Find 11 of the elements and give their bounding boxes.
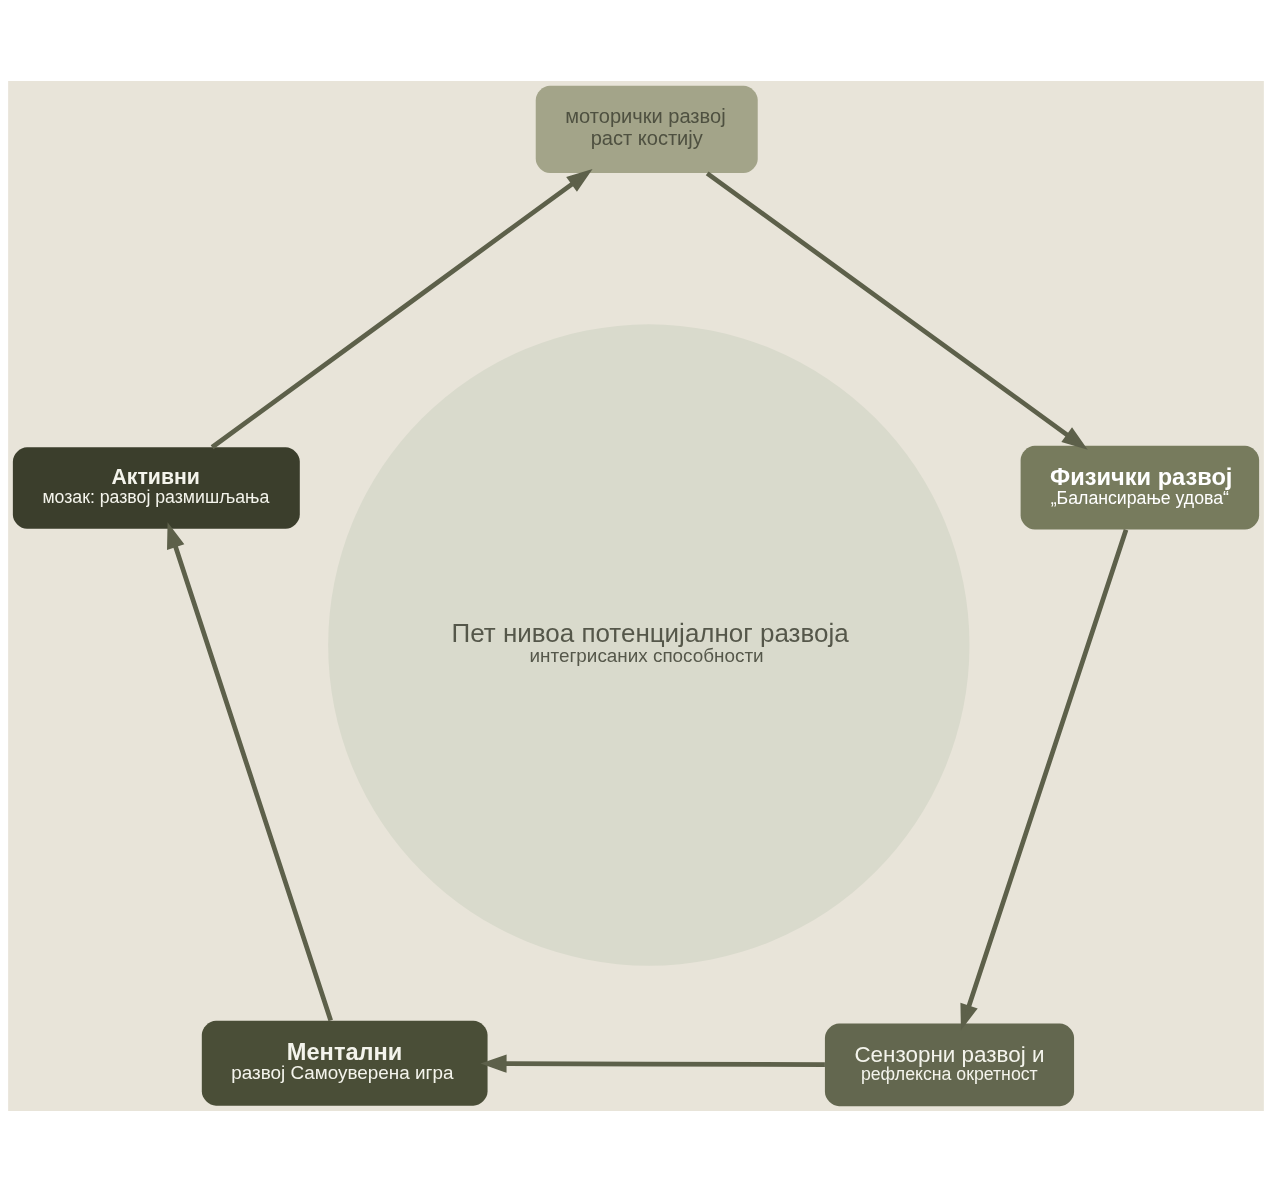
arrow xyxy=(210,168,593,449)
node-box: Физички развој „Балансирање удова“ xyxy=(1020,445,1260,530)
node-box: Сензорни развој и рефлексна окретност xyxy=(824,1023,1075,1106)
node-box: моторички развој раст костију xyxy=(535,85,758,173)
arrow xyxy=(480,1054,825,1073)
arrow xyxy=(167,521,333,1021)
arrow xyxy=(705,170,1088,450)
arrow xyxy=(960,528,1129,1030)
node-box: Активни мозак: развој размишљања xyxy=(12,446,300,529)
node-circle: Пет нивоа потенцијалног развоја интегрисаних способности xyxy=(328,323,970,966)
node-box: Ментални развој Самоуверена игра xyxy=(201,1020,488,1106)
